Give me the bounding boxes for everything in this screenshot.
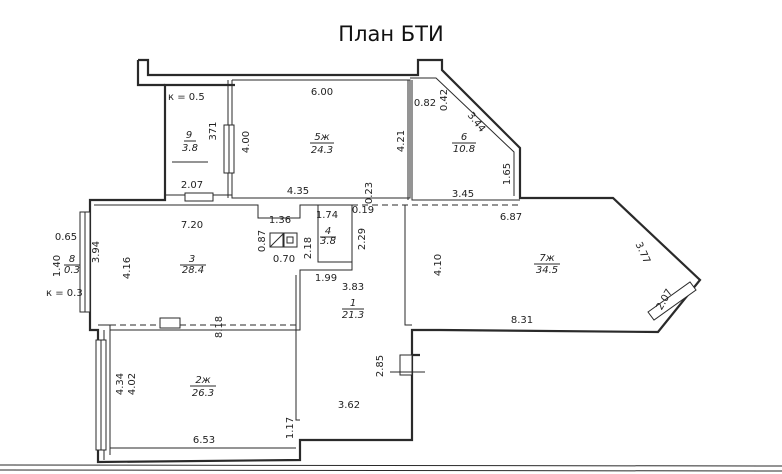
dim-218: 2.18 [303,237,314,259]
room-9-area: 3.8 [182,143,198,154]
dashed-partitions [110,204,520,420]
dim-416: 4.16 [122,257,133,279]
dim-653: 6.53 [193,435,215,446]
dim-362: 3.62 [338,400,360,411]
dim-383: 3.83 [342,282,364,293]
dim-019: 0.19 [352,205,374,216]
room-1-area: 21.3 [342,310,364,321]
room-6-area: 10.8 [453,144,475,155]
dim-687: 6.87 [500,212,522,223]
room-1-num: 1 [350,298,356,309]
dim-207a: 2.07 [181,180,203,191]
room-5-area: 24.3 [311,145,333,156]
dim-600: 6.00 [311,87,333,98]
dim-140: 1.40 [52,255,63,277]
notes: к = 0.5 к = 0.3 [46,92,205,299]
dim-229: 2.29 [357,228,368,250]
room-8-num: 8 [69,254,75,265]
baseline-strip [0,464,782,472]
dim-136: 1.36 [269,215,291,226]
room-9-num: 9 [186,130,192,141]
dim-720: 7.20 [181,220,203,231]
dim-435: 4.35 [287,186,309,197]
room-8-area: 0.3 [64,265,80,276]
room-3-num: 3 [189,254,195,265]
vent-shaft [269,232,298,248]
room-4-num: 4 [325,226,331,237]
dim-818: 8.18 [214,316,225,338]
dim-117: 1.17 [285,417,296,439]
dim-174: 1.74 [316,210,338,221]
windows [79,124,697,451]
dim-410: 4.10 [433,254,444,276]
dim-434: 4.34 [115,373,126,395]
dim-394: 3.94 [91,241,102,263]
room-6-num: 6 [461,132,467,143]
room-labels: 9 3.8 5ж 24.3 6 10.8 3 28.4 4 3.8 1 21.3… [64,130,560,399]
dim-285: 2.85 [375,355,386,377]
dim-377: 3.77 [633,241,652,266]
dim-165: 1.65 [502,163,513,185]
dim-065: 0.65 [55,232,77,243]
room-3-area: 28.4 [182,265,204,276]
dim-402: 4.02 [127,373,138,395]
dim-344: 3.44 [465,110,487,134]
dim-421: 4.21 [396,130,407,152]
dim-199: 1.99 [315,273,337,284]
dim-831: 8.31 [511,315,533,326]
room-5-num: 5ж [314,132,329,143]
dim-400: 4.00 [241,131,252,153]
dim-082: 0.82 [414,98,436,109]
note-k-top: к = 0.5 [168,92,205,103]
dim-371: 371 [208,121,219,140]
dim-042: 0.42 [439,89,450,111]
note-k-left: к = 0.3 [46,288,83,299]
dim-345: 3.45 [452,189,474,200]
plan-title: План БТИ [338,22,444,46]
dimensions: 6.00 0.82 3.45 2.07 4.35 0.19 1.74 1.36 … [52,87,675,446]
room-2-num: 2ж [195,375,210,386]
dim-087: 0.87 [257,230,268,252]
room-4-area: 3.8 [320,236,336,247]
room-7-area: 34.5 [536,265,558,276]
dim-070: 0.70 [273,254,295,265]
room-2-area: 26.3 [192,388,214,399]
outer-walls [88,58,702,464]
dim-023: 0.23 [364,182,375,204]
room-7-num: 7ж [539,253,554,264]
